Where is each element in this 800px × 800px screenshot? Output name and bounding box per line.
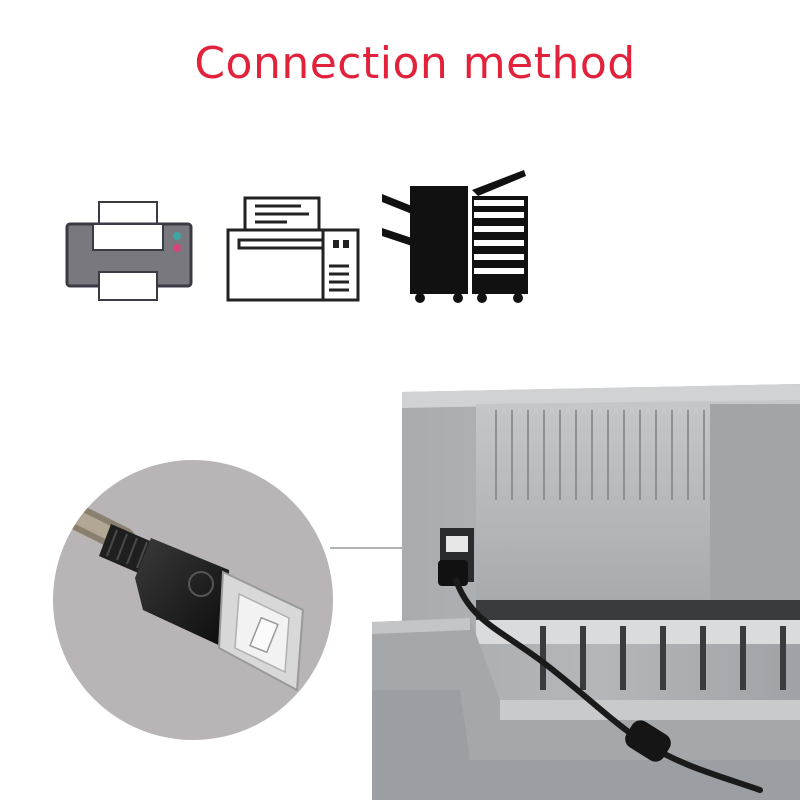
page-title: Connection method [194,38,636,89]
laser-printer-icon [225,196,361,308]
office-copier-icon [378,168,530,308]
usb-b-plug-zoom [53,460,333,740]
inkjet-printer-icon [63,200,195,308]
